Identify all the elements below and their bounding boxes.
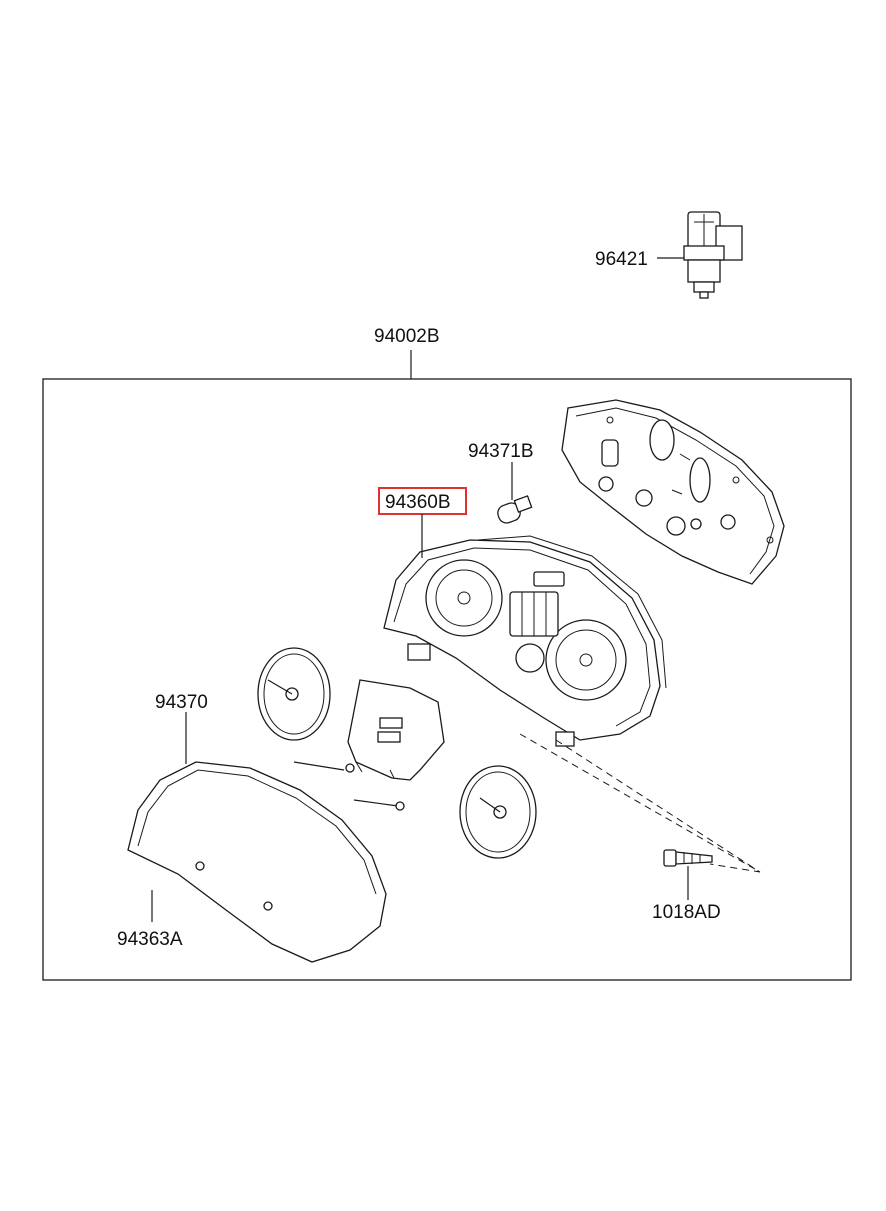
assembly-label[interactable]: 94002B <box>374 326 440 347</box>
label-94363A[interactable]: 94363A <box>117 929 183 950</box>
label-94360B[interactable]: 94360B <box>385 492 451 513</box>
part-94370-glass[interactable] <box>127 761 387 963</box>
assembly-dash-lines <box>519 733 761 873</box>
part-1018AD-screw[interactable] <box>663 849 713 867</box>
label-94371B[interactable]: 94371B <box>468 441 534 462</box>
part-94360B-case[interactable] <box>383 535 667 747</box>
label-1018AD[interactable]: 1018AD <box>652 902 721 923</box>
assembly-frame <box>42 378 852 981</box>
part-94371B-bulb[interactable] <box>496 495 533 525</box>
label-96421[interactable]: 96421 <box>595 249 648 270</box>
part-right-dial[interactable] <box>459 765 537 859</box>
part-rear-housing[interactable] <box>561 399 785 585</box>
part-left-dial[interactable] <box>257 647 331 741</box>
label-94370[interactable]: 94370 <box>155 692 208 713</box>
part-96421-sensor[interactable] <box>683 211 743 299</box>
part-center-plate[interactable] <box>293 679 445 811</box>
